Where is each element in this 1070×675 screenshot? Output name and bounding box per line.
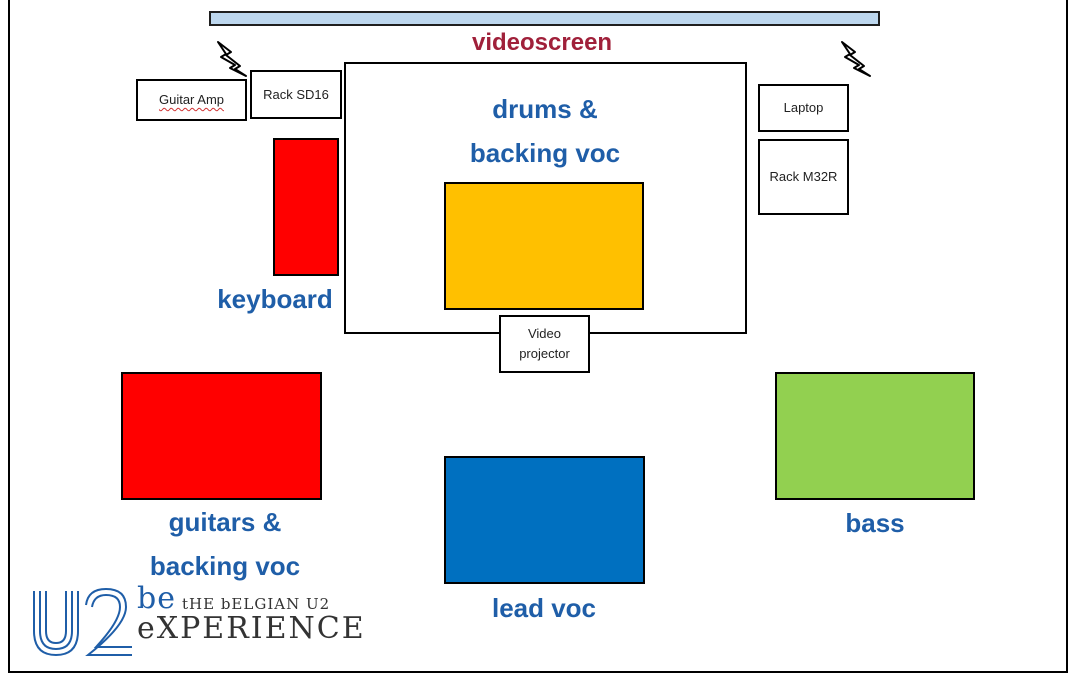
laptop-box: Laptop	[758, 84, 849, 132]
video-projector-box: Video projector	[499, 315, 590, 373]
drums-backing-voc: backing voc	[469, 138, 621, 168]
drums-label-line2: backing voc	[420, 131, 670, 175]
videoscreen-bar	[209, 11, 880, 26]
laptop-label: Laptop	[783, 100, 824, 115]
video-projector-line2: projector	[519, 346, 570, 361]
guitar-amp-label: Guitar Amp	[158, 92, 225, 107]
lead-voc-position	[444, 456, 645, 584]
rack-sd16-box: Rack SD16	[250, 70, 342, 119]
drums-label: drums & backing voc	[420, 87, 670, 175]
rack-m32r-box: Rack M32R	[758, 139, 849, 215]
rack-sd16-label: Rack SD16	[263, 86, 329, 102]
rack-m32r-label: Rack M32R	[769, 169, 838, 184]
bass-position	[775, 372, 975, 500]
guitar-amp-box: Guitar Amp	[136, 79, 247, 121]
guitars-position	[121, 372, 322, 500]
logo-tagline: tHE bELGIAN U2	[182, 595, 331, 613]
stage-plot-frame	[8, 0, 1068, 673]
logo-be: be	[137, 581, 176, 616]
logo: be tHE bELGIAN U2 eXPERIENCE	[30, 581, 380, 660]
guitars-label-line1: guitars &	[168, 507, 282, 537]
guitars-label: guitars & backing voc	[120, 500, 330, 588]
drums-label-line1: drums &	[492, 94, 598, 124]
u2-logo-mark	[33, 587, 132, 657]
lightning-bolt-icon	[217, 41, 247, 77]
lightning-bolt-icon	[841, 41, 871, 77]
guitars-label-line2: backing voc	[149, 551, 301, 581]
drums-position	[444, 182, 644, 310]
keyboard-position	[273, 138, 339, 276]
video-projector-line1: Video	[527, 326, 561, 341]
keyboard-label: keyboard	[217, 284, 333, 314]
bass-label: bass	[845, 508, 905, 538]
videoscreen-label: videoscreen	[472, 29, 613, 56]
logo-experience: eXPERIENCE	[137, 611, 366, 646]
lead-voc-label: lead voc	[491, 593, 597, 623]
